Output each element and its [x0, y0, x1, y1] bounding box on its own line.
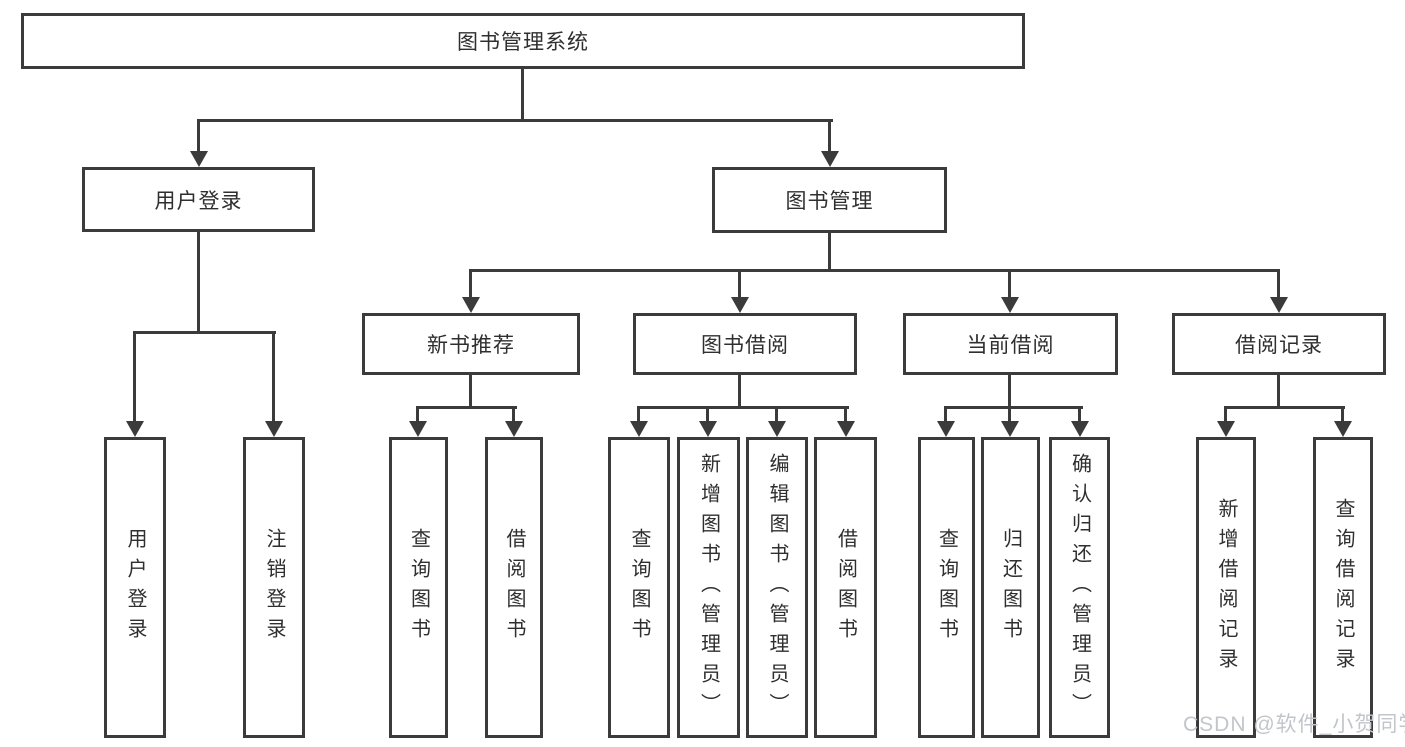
- leaf-logout: 注销登录: [243, 437, 305, 738]
- arrowhead-icon: [731, 297, 749, 313]
- connector-line: [1224, 406, 1227, 424]
- connector-line: [637, 406, 640, 424]
- connector-line: [844, 406, 847, 424]
- leaf-label: 查询图书: [628, 527, 650, 648]
- node-book-management-label: 图书管理: [785, 190, 874, 213]
- leaf-label: 借阅图书: [503, 527, 525, 648]
- connector-line: [1224, 406, 1345, 409]
- leaf-user-login: 用户登录: [104, 437, 166, 738]
- leaf-query-borrow-record: 查询借阅记录: [1313, 437, 1373, 738]
- connector-line: [944, 406, 1083, 409]
- leaf-label: 确认归还（管理员）: [1068, 452, 1091, 723]
- leaf-label: 注销登录: [263, 527, 285, 648]
- connector-line: [1078, 406, 1081, 424]
- leaf-query-books-recommend: 查询图书: [389, 437, 448, 738]
- arrowhead-icon: [699, 421, 717, 437]
- connector-line: [133, 331, 136, 423]
- arrowhead-icon: [937, 421, 955, 437]
- connector-line: [738, 269, 741, 300]
- connector-line: [1008, 406, 1011, 424]
- arrowhead-icon: [1334, 421, 1352, 437]
- node-current-borrow: 当前借阅: [903, 313, 1118, 375]
- leaf-label: 用户登录: [124, 527, 146, 648]
- connector-line: [416, 406, 517, 409]
- leaf-borrow-books-recommend: 借阅图书: [485, 437, 543, 738]
- leaf-query-books-borrow: 查询图书: [608, 437, 670, 738]
- csdn-watermark: CSDN @软件_小贺同学: [1183, 713, 1405, 736]
- connector-line: [521, 66, 524, 122]
- connector-line: [469, 269, 1280, 272]
- node-new-book-recommend: 新书推荐: [362, 313, 580, 375]
- arrowhead-icon: [1071, 421, 1089, 437]
- connector-line: [1277, 372, 1280, 409]
- arrowhead-icon: [821, 151, 839, 167]
- leaf-label: 借阅图书: [834, 527, 857, 648]
- arrowhead-icon: [1001, 297, 1019, 313]
- connector-line: [706, 406, 709, 424]
- leaf-borrow-books: 借阅图书: [814, 437, 877, 738]
- connector-line: [512, 406, 515, 424]
- connector-line: [469, 269, 472, 300]
- connector-line: [944, 406, 947, 424]
- arrowhead-icon: [1001, 421, 1019, 437]
- leaf-add-borrow-record: 新增借阅记录: [1196, 437, 1256, 738]
- arrowhead-icon: [837, 421, 855, 437]
- arrowhead-icon: [1270, 297, 1288, 313]
- connector-line: [1008, 269, 1011, 300]
- arrowhead-icon: [190, 151, 208, 167]
- arrowhead-icon: [126, 421, 144, 437]
- node-new-book-recommend-label: 新书推荐: [427, 334, 515, 357]
- leaf-label: 编辑图书（管理员）: [766, 452, 788, 723]
- connector-line: [637, 406, 849, 409]
- arrowhead-icon: [505, 421, 523, 437]
- connector-line: [828, 119, 831, 153]
- leaf-label: 归还图书: [999, 527, 1022, 648]
- leaf-confirm-return-admin: 确认归还（管理员）: [1049, 437, 1110, 738]
- connector-line: [133, 331, 276, 334]
- arrowhead-icon: [409, 421, 427, 437]
- arrowhead-icon: [630, 421, 648, 437]
- leaf-label: 查询图书: [407, 527, 430, 648]
- leaf-label: 查询借阅记录: [1332, 497, 1354, 678]
- connector-line: [197, 119, 833, 122]
- arrowhead-icon: [462, 297, 480, 313]
- connector-line: [469, 372, 472, 409]
- node-book-borrow-label: 图书借阅: [701, 334, 789, 357]
- node-book-borrow: 图书借阅: [633, 313, 857, 375]
- node-book-management: 图书管理: [712, 167, 947, 233]
- leaf-query-books-current: 查询图书: [918, 437, 975, 738]
- node-user-login: 用户登录: [82, 167, 315, 232]
- node-root: 图书管理系统: [21, 13, 1025, 69]
- arrowhead-icon: [1217, 421, 1235, 437]
- connector-line: [738, 372, 741, 409]
- connector-line: [272, 331, 275, 423]
- arrowhead-icon: [768, 421, 786, 437]
- node-user-login-label: 用户登录: [154, 189, 243, 213]
- node-current-borrow-label: 当前借阅: [966, 334, 1055, 357]
- node-borrow-records-label: 借阅记录: [1235, 334, 1323, 357]
- leaf-add-books-admin: 新增图书（管理员）: [677, 437, 740, 738]
- node-root-label: 图书管理系统: [457, 31, 589, 54]
- connector-line: [828, 231, 831, 272]
- connector-line: [197, 119, 200, 153]
- connector-line: [197, 230, 200, 334]
- connector-line: [1008, 372, 1011, 409]
- connector-line: [1277, 269, 1280, 300]
- node-borrow-records: 借阅记录: [1172, 313, 1386, 375]
- leaf-label: 新增图书（管理员）: [697, 452, 720, 723]
- leaf-edit-books-admin: 编辑图书（管理员）: [746, 437, 808, 738]
- connector-line: [775, 406, 778, 424]
- leaf-label: 新增借阅记录: [1215, 497, 1237, 678]
- connector-line: [416, 406, 419, 424]
- leaf-return-books: 归还图书: [981, 437, 1040, 738]
- arrowhead-icon: [265, 421, 283, 437]
- leaf-label: 查询图书: [935, 527, 958, 648]
- connector-line: [1341, 406, 1344, 424]
